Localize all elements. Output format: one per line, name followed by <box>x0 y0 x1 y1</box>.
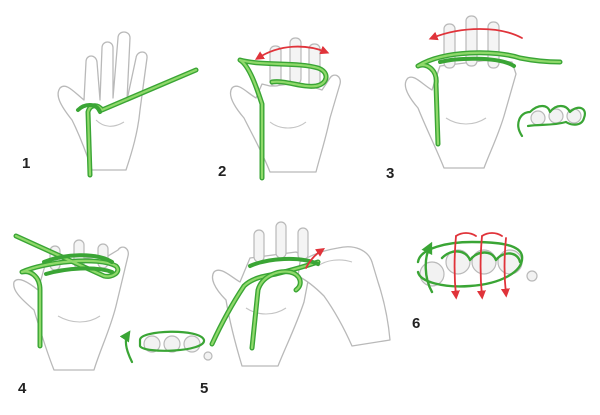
lift-loop-arrow <box>305 248 325 269</box>
hand-illustration <box>404 59 517 169</box>
yarn-strand <box>209 256 321 351</box>
helper-hand <box>297 246 391 347</box>
hand-illustration <box>57 31 148 171</box>
yarn-strand <box>76 67 199 178</box>
step-number: 3 <box>386 165 394 182</box>
step-number: 4 <box>18 380 27 397</box>
step-3-panel: 3 <box>386 15 586 182</box>
hand-illustration <box>13 246 129 371</box>
loop-diagram <box>119 330 213 364</box>
step-5-panel: 5 <box>200 221 391 397</box>
raised-fingers <box>253 221 309 263</box>
step-4-panel: 4 <box>13 233 213 397</box>
pull-over-arrows <box>450 232 510 300</box>
step-6-panel: 6 <box>412 232 538 332</box>
step-2-panel: 2 <box>218 37 341 181</box>
step-1-panel: 1 <box>22 31 199 178</box>
yarn-strand <box>13 233 121 349</box>
wrap-direction-arrow <box>428 28 523 41</box>
yarn-strand <box>415 50 563 147</box>
yarn-strand <box>237 57 329 181</box>
step-number: 1 <box>22 155 30 172</box>
step-number: 6 <box>412 315 420 332</box>
loop-diagram <box>416 240 538 294</box>
hand-illustration <box>229 74 341 173</box>
step-number: 5 <box>200 380 208 397</box>
wrap-direction-arrow <box>254 45 330 60</box>
step-number: 2 <box>218 163 226 180</box>
loop-diagram <box>517 104 586 138</box>
